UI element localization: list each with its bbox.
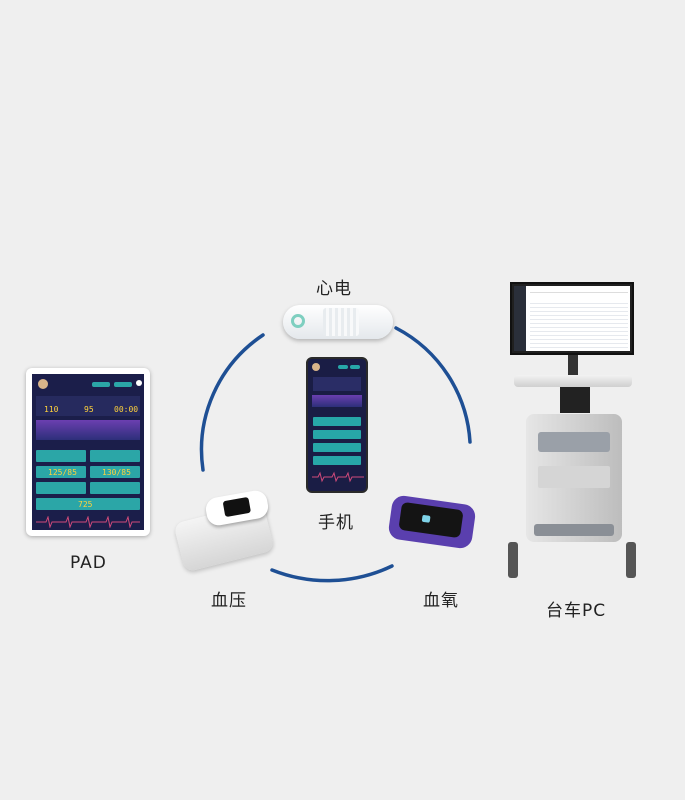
monitor-arm (568, 355, 578, 375)
bp-label: 血压 (211, 591, 247, 611)
bp-display (222, 496, 252, 518)
cart-body (526, 414, 622, 542)
pad-device: 110 95 00:00 125/85 130/85 725 (26, 368, 150, 536)
settings-icon (136, 380, 142, 386)
ecg-logo-icon (291, 314, 305, 328)
heart-icon (421, 514, 431, 523)
ecg-electrode-pad (323, 308, 359, 336)
bp-value-1: 125/85 (48, 468, 77, 477)
arc-ecg-to-oxygen (394, 326, 472, 444)
bp-value-2: 130/85 (102, 468, 131, 477)
pad-waveform (36, 420, 140, 440)
cart-monitor (510, 282, 634, 355)
reading-hr: 110 (44, 405, 59, 414)
cart-wheel (508, 542, 518, 578)
cart-wheel (626, 542, 636, 578)
ecg-label: 心电 (316, 279, 352, 299)
arc-bp-to-oxygen (270, 564, 394, 583)
oxygen-label: 血氧 (423, 591, 459, 611)
phone-label: 手机 (318, 513, 354, 533)
ecg-patch-device (283, 305, 393, 339)
pad-bottom-value: 725 (78, 500, 93, 509)
monitor-sidebar (514, 286, 526, 351)
avatar (312, 363, 320, 371)
avatar (38, 379, 48, 389)
cart-top-shelf (514, 375, 632, 387)
reading-spo2: 95 (84, 405, 94, 414)
pad-label: PAD (70, 553, 107, 573)
cart-ports (538, 432, 610, 452)
reading-time: 00:00 (114, 405, 139, 414)
cart-pc-label: 台车PC (546, 601, 607, 621)
arc-ecg-to-bp (199, 333, 265, 472)
keyboard-tray (560, 387, 590, 413)
phone-ecg-wave (312, 471, 364, 483)
pad-ecg-wave (36, 516, 140, 528)
monitor-table (530, 300, 628, 350)
phone-device (306, 357, 368, 493)
